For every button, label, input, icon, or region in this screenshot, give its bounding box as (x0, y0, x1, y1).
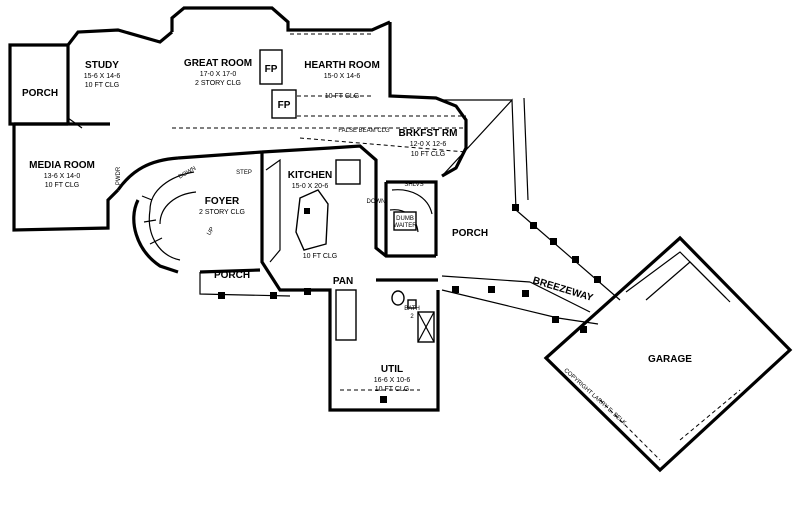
kitchen-island (265, 158, 361, 263)
garage-walls (543, 235, 793, 473)
room-porch-left: PORCH (22, 88, 58, 99)
pwdr-label: PWDR (116, 166, 122, 185)
room-ceiling: 10 FT CLG (411, 151, 446, 158)
room-name: PORCH (214, 270, 250, 281)
room-name: PORCH (452, 228, 488, 239)
room-ceiling: 2 STORY CLG (195, 80, 241, 87)
shelves-label: SHLVS (404, 182, 423, 188)
room-kitchen: KITCHEN 15-0 X 20-6 10 FT CLG (288, 170, 337, 260)
room-name: PORCH (22, 88, 58, 99)
room-hearth-room: HEARTH ROOM 15-0 X 14-6 10 FT CLG (304, 60, 380, 100)
room-garage: GARAGE (648, 354, 692, 365)
pantry-counter (335, 289, 357, 341)
room-name: KITCHEN (288, 170, 332, 181)
room-dims: 12-0 X 12-6 (410, 141, 447, 148)
room-ceiling: 2 STORY CLG (199, 209, 245, 216)
room-ceiling: 10 FT CLG (375, 386, 410, 393)
false-beam-label: FALSE BEAM CLG (338, 128, 390, 134)
down-stair-label: DOWN (178, 166, 197, 181)
room-name: STUDY (85, 60, 119, 71)
room-dims: 16-6 X 10-6 (374, 377, 411, 384)
exterior-walls (8, 6, 468, 412)
fireplace-2 (271, 89, 297, 119)
fireplace-label: FP (278, 100, 291, 111)
room-porch-front: PORCH (214, 270, 250, 281)
fireplace-1 (259, 49, 283, 85)
rear-porch-outline (441, 97, 621, 325)
room-ceiling: 10 FT CLG (303, 253, 338, 260)
room-brkfst: BRKFST RM 12-0 X 12-6 10 FT CLG (399, 128, 458, 158)
room-dims: 13-6 X 14-0 (44, 173, 81, 180)
up-stair-label: UP (206, 226, 215, 236)
room-name: BRKFST RM (399, 128, 458, 139)
kitchen-stair (389, 189, 433, 233)
room-name: UTIL (381, 364, 403, 375)
room-foyer: FOYER 2 STORY CLG (199, 196, 245, 216)
copyright-label: COPYRIGHT LARRY E. BELK (562, 368, 626, 427)
room-name: GARAGE (648, 354, 692, 365)
room-media-room: MEDIA ROOM 13-6 X 14-0 10 FT CLG (29, 160, 95, 189)
fireplace-label: FP (265, 64, 278, 75)
breezeway-label: BREEZEWAY (531, 275, 594, 304)
room-dims: 15-0 X 20-6 (292, 183, 329, 190)
bath-number: 2 (410, 314, 414, 320)
room-great-room: GREAT ROOM 17-0 X 17-0 2 STORY CLG (184, 58, 252, 87)
room-ceiling: 10 FT CLG (45, 182, 80, 189)
dumb-waiter-label: DUMB (396, 216, 414, 222)
room-study: STUDY 15-6 X 14-6 10 FT CLG (84, 60, 121, 89)
foyer-stair (141, 171, 197, 261)
room-name: GREAT ROOM (184, 58, 252, 69)
ceiling-lines (172, 33, 467, 391)
room-name: FOYER (205, 196, 240, 207)
room-name: MEDIA ROOM (29, 160, 95, 171)
bath-label: BATH (404, 306, 420, 312)
down-kitchen-label: DOWN (367, 199, 386, 205)
dumb-waiter-label: WAITER (393, 223, 417, 229)
room-util: UTIL 16-6 X 10-6 10 FT CLG (374, 364, 411, 393)
porch-posts (218, 204, 601, 403)
room-ceiling: 10 FT CLG (85, 82, 120, 89)
room-dims: 17-0 X 17-0 (200, 71, 237, 78)
room-porch-center: PORCH (452, 228, 488, 239)
room-dims: 15-0 X 14-6 (324, 73, 361, 80)
room-name: HEARTH ROOM (304, 60, 380, 71)
pantry-label: PAN (333, 276, 353, 287)
step-label: STEP (236, 170, 252, 176)
bath-fixtures (391, 290, 435, 343)
room-ceiling: 10 FT CLG (325, 93, 360, 100)
room-dims: 15-6 X 14-6 (84, 73, 121, 80)
